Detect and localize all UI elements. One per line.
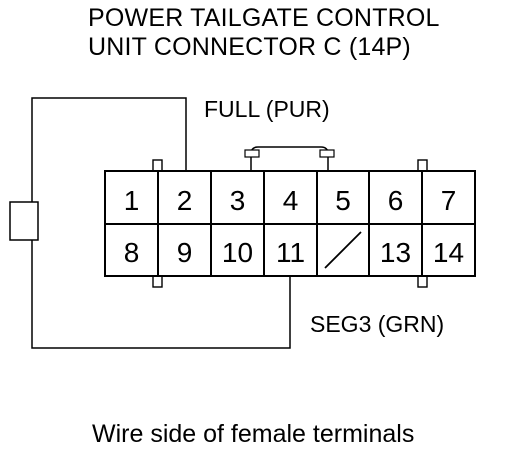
terminal-6: 6	[388, 185, 404, 216]
terminal-11: 11	[276, 237, 305, 268]
connector-lock-tab	[250, 146, 329, 171]
title-line-2: UNIT CONNECTOR C (14P)	[88, 33, 411, 61]
guide-peg-bottom-left	[152, 275, 163, 288]
terminal-9: 9	[177, 237, 193, 268]
guide-peg-top-left	[152, 159, 163, 172]
guide-peg-top-right	[417, 159, 428, 172]
harness-device-box	[9, 201, 39, 241]
label-seg3-grn: SEG3 (GRN)	[310, 311, 445, 337]
terminal-8: 8	[124, 237, 140, 268]
terminal-5: 5	[335, 185, 351, 216]
terminal-4: 4	[283, 185, 299, 216]
guide-peg-bottom-right	[417, 275, 428, 288]
unused-terminal-slash	[324, 231, 362, 269]
label-full-pur: FULL (PUR)	[204, 96, 330, 122]
terminal-3: 3	[230, 185, 246, 216]
lock-tab-foot-right	[319, 149, 335, 158]
wire-seg3	[31, 240, 291, 349]
terminal-14: 14	[433, 237, 464, 268]
lock-tab-foot-left	[244, 149, 260, 158]
title-line-1: POWER TAILGATE CONTROL	[88, 4, 440, 32]
wire-full	[31, 97, 187, 202]
diagram-title: POWER TAILGATE CONTROL UNIT CONNECTOR C …	[88, 4, 440, 62]
terminal-1: 1	[124, 185, 140, 216]
terminal-2: 2	[177, 185, 193, 216]
terminal-10: 10	[222, 237, 253, 268]
terminal-7: 7	[441, 185, 457, 216]
terminal-13: 13	[380, 237, 411, 268]
diagram-footer: Wire side of female terminals	[92, 420, 415, 448]
